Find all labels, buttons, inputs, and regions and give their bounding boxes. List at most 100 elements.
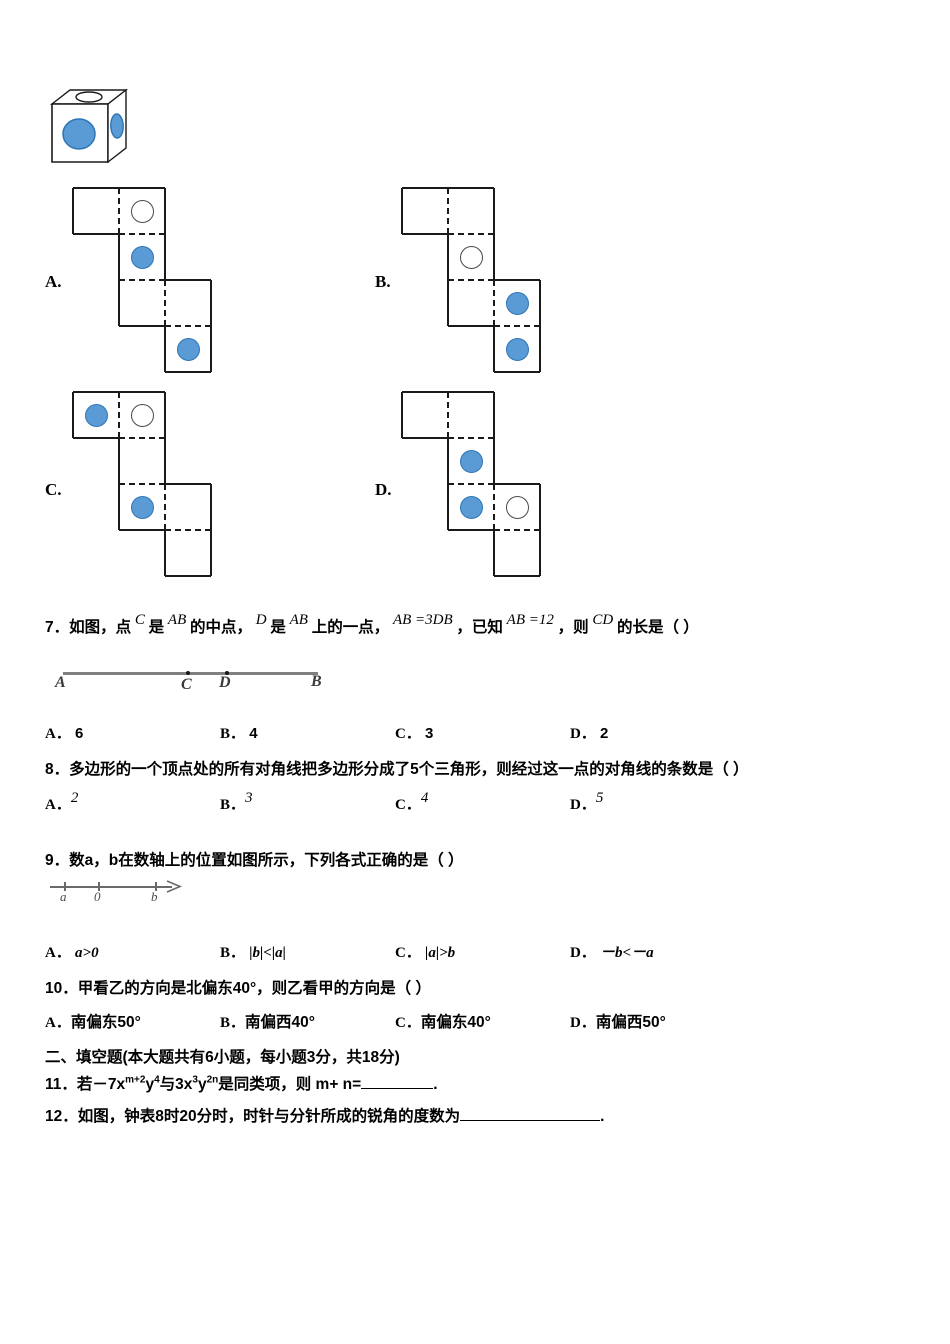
net-edge [447,234,449,280]
question-9-stem: 9．数a，b在数轴上的位置如图所示，下列各式正确的是（ ） [45,852,464,869]
q11-prefix: 11．若－7x [45,1076,126,1093]
net-dot-blue [505,291,529,315]
q10-opt-d-value[interactable]: 南偏西50° [595,1014,666,1031]
net-edge [539,484,541,530]
q7-opt-c-value[interactable]: 3 [425,725,434,742]
q8-opt-c-label: C． [395,797,421,813]
q8-opt-d-value[interactable]: 5 [595,790,604,806]
q9-opt-a-value[interactable]: a>0 [75,945,99,961]
net-cell [494,530,540,576]
q8-opt-b-value[interactable]: 3 [245,790,253,806]
net-edge [72,392,74,438]
net-option-label: D. [375,480,392,499]
q7-opt-b-value[interactable]: 4 [249,725,258,742]
net-edge [119,483,165,485]
cube-with-dots-figure [48,86,130,170]
q8-opt-b-label: B． [220,797,246,813]
net-edge [494,483,540,485]
net-edge [448,483,494,485]
question-8-stem: 8．多边形的一个顶点处的所有对角线把多边形分成了5个三角形，则经过这一点的对角线… [45,761,749,778]
segment-label-b: B [311,673,322,690]
q11-mid1: y [145,1076,155,1093]
q10-opt-d-label: D． [570,1015,596,1031]
net-dot-blue [459,449,483,473]
q12-text: 12．如图，钟表8时20分时，时针与分针所成的锐角的度数为 [45,1108,461,1125]
q9-opt-c-value[interactable]: |a|>b [425,945,456,961]
net-dot-white [505,495,529,519]
q8-opt-d-label: D． [570,797,596,813]
net-cell [119,438,165,484]
net-edge [73,233,119,235]
number-line-tick-0 [98,882,100,891]
net-edge [539,530,541,576]
net-edge [494,325,540,327]
net-dot-white [130,403,154,427]
net-dot-blue [176,337,200,361]
q10-opt-b-value[interactable]: 南偏西40° [245,1014,315,1031]
net-cell [402,188,448,234]
net-edge [118,280,120,326]
q9-opt-d-value[interactable]: －b<－a [600,945,654,961]
cube-top-dot [75,91,103,103]
net-edge [118,484,120,530]
net-cell [448,280,494,326]
net-edge [210,280,212,326]
net-edge [118,188,120,234]
net-edge [164,326,166,372]
segment-point-c-dot [186,671,190,675]
net-edge [447,484,449,530]
number-line-tick-b [155,882,157,891]
q7-opt-a-value[interactable]: 6 [75,725,84,742]
net-edge [164,234,166,280]
net-edge [118,392,120,438]
net-edge [402,233,448,235]
net-cell [448,392,494,438]
question-11-stem: 11．若－7xm+2y4与3x3y2n是同类项，则 m+ n=. [45,1072,438,1094]
segment-label-a: A [55,674,66,691]
net-edge [119,279,165,281]
net-edge [493,530,495,576]
q8-opt-a-value[interactable]: 2 [70,790,79,806]
net-edge [165,575,211,577]
net-edge [164,392,166,438]
net-edge [493,234,495,280]
net-edge [164,280,166,326]
net-edge [448,325,494,327]
net-edge [119,391,165,393]
net-edge [73,391,119,393]
net-option-c[interactable] [72,391,212,577]
net-option-label: A. [45,272,62,291]
net-dot-blue [459,495,483,519]
net-edge [165,529,211,531]
net-edge [493,438,495,484]
net-edge [448,437,494,439]
net-edge [448,187,494,189]
net-edge [448,279,494,281]
net-option-label: B. [375,272,391,291]
net-edge [448,391,494,393]
q9-opt-b-value[interactable]: |b|<|a| [249,945,286,961]
q11-mid3: y [197,1076,207,1093]
q8-opt-c-value[interactable]: 4 [420,790,429,806]
q9-opt-d-label: D． [570,945,596,961]
question-7-stem: 7．如图，点 C 是 AB 的中点， D 是 AB 上的一点， AB =3DB … [45,612,699,636]
q7-opt-a-label: A． [45,726,71,742]
net-edge [165,279,211,281]
net-edge [73,437,119,439]
q7-opt-d-value[interactable]: 2 [600,725,609,742]
q12-answer-blank[interactable] [460,1107,601,1121]
net-edge [494,279,540,281]
q11-answer-blank[interactable] [361,1075,434,1089]
net-edge [119,529,165,531]
net-dot-blue [130,495,154,519]
net-edge [494,529,540,531]
net-option-a[interactable] [72,187,212,373]
net-option-b[interactable] [401,187,541,373]
q10-opt-a-value[interactable]: 南偏东50° [70,1014,141,1031]
net-option-d[interactable] [401,391,541,577]
net-edge [119,325,165,327]
q10-opt-c-value[interactable]: 南偏东40° [420,1014,491,1031]
net-edge [119,233,165,235]
net-edge [165,371,211,373]
